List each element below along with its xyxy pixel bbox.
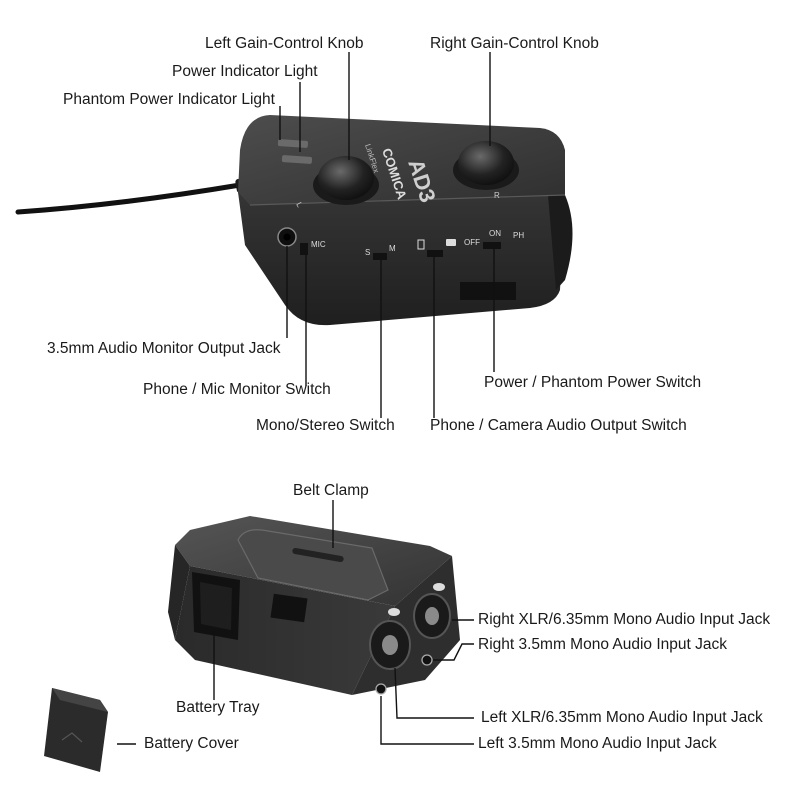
label-belt-clamp: Belt Clamp	[293, 482, 369, 499]
leader-lines-top	[279, 52, 495, 418]
label-power-phantom-switch: Power / Phantom Power Switch	[484, 374, 702, 391]
right-gain-control-knob[interactable]	[458, 141, 514, 185]
s-marking: S	[365, 248, 370, 257]
left-gain-control-knob[interactable]	[318, 156, 374, 200]
label-left-gain-knob: Left Gain-Control Knob	[205, 35, 364, 52]
bottom-device	[168, 516, 460, 695]
right-xlr-latch	[433, 583, 445, 591]
label-left-xlr-jack: Left XLR/6.35mm Mono Audio Input Jack	[481, 709, 763, 726]
leader-lines-bottom	[117, 500, 474, 745]
label-right-35mm-jack: Right 3.5mm Mono Audio Input Jack	[478, 636, 727, 653]
phone-camera-output-switch[interactable]	[427, 250, 443, 257]
off-marking: OFF	[464, 238, 480, 247]
label-phone-camera-output-switch: Phone / Camera Audio Output Switch	[430, 417, 687, 434]
m-marking: M	[389, 244, 396, 253]
belt-clamp[interactable]	[237, 529, 389, 601]
label-battery-tray: Battery Tray	[176, 699, 260, 716]
on-marking: ON	[489, 229, 501, 238]
label-power-indicator-light: Power Indicator Light	[172, 63, 318, 80]
label-right-gain-knob: Right Gain-Control Knob	[430, 35, 599, 52]
label-right-xlr-jack: Right XLR/6.35mm Mono Audio Input Jack	[478, 611, 771, 628]
mic-marking: MIC	[311, 240, 326, 249]
battery-cover	[44, 688, 108, 772]
label-mono-stereo-switch: Mono/Stereo Switch	[256, 417, 395, 434]
phone-icon	[417, 239, 425, 250]
label-phone-mic-monitor-switch: Phone / Mic Monitor Switch	[143, 381, 331, 398]
label-battery-cover: Battery Cover	[144, 735, 239, 752]
ph-marking: PH	[513, 231, 524, 240]
power-phantom-switch[interactable]	[483, 242, 501, 249]
label-phantom-power-indicator-light: Phantom Power Indicator Light	[63, 91, 275, 108]
left-knob-l-mark: L	[294, 201, 304, 210]
label-left-35mm-jack: Left 3.5mm Mono Audio Input Jack	[478, 735, 717, 752]
top-device: COMICA LinkFlex AD3 L R MIC S M OFF ON P…	[15, 115, 573, 326]
side-slot	[270, 593, 308, 623]
right-knob-r-mark: R	[494, 191, 500, 200]
left-35mm-jack[interactable]	[375, 683, 387, 695]
side-vent	[460, 282, 516, 300]
belt-clamp-slot	[292, 548, 344, 562]
cable	[15, 182, 243, 215]
mono-stereo-switch[interactable]	[373, 253, 387, 260]
power-indicator-light	[281, 155, 313, 164]
label-monitor-output-jack: 3.5mm Audio Monitor Output Jack	[47, 340, 281, 357]
phone-mic-monitor-switch[interactable]	[300, 243, 308, 255]
right-end	[548, 195, 573, 290]
right-35mm-jack[interactable]	[421, 654, 433, 666]
left-xlr-latch	[388, 608, 400, 616]
camera-icon	[446, 239, 456, 246]
